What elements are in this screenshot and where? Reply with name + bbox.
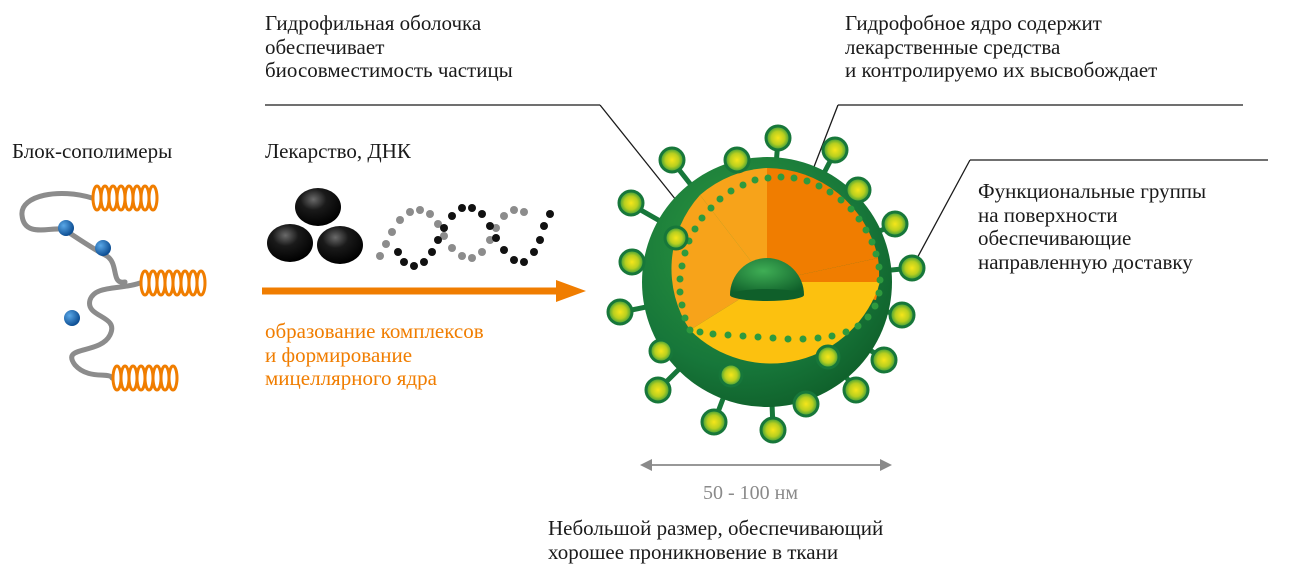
size-range-label: 50 - 100 нм (703, 482, 799, 504)
micelle-particle (606, 124, 926, 444)
complex-formation-label: образование комплексов и формирование ми… (265, 319, 484, 390)
size-arrow (640, 459, 892, 471)
small-size-note-label: Небольшой размер, обеспечивающий хорошее… (548, 516, 884, 564)
coil-1 (91, 184, 159, 212)
central-core (730, 258, 804, 295)
hydrophobic-core-label: Гидрофобное ядро содержит лекарственные … (845, 11, 1158, 82)
functional-groups-label: Функциональные группы на поверхности обе… (978, 179, 1207, 274)
drug-molecules (267, 188, 363, 264)
blue-bead-2 (95, 240, 111, 256)
process-arrow (262, 280, 586, 302)
drug-dna-label: Лекарство, ДНК (265, 139, 411, 163)
coil-3 (111, 364, 179, 392)
functional-group-dots (606, 124, 926, 444)
block-copolymers-label: Блок-сополимеры (12, 139, 173, 163)
block-copolymers (19, 184, 207, 392)
coil-2 (139, 269, 207, 297)
blue-bead-3 (64, 310, 80, 326)
hydrophilic-shell-label: Гидрофильная оболочка обеспечивает биосо… (265, 11, 513, 82)
dna-strands (376, 204, 554, 270)
blue-bead-1 (58, 220, 74, 236)
